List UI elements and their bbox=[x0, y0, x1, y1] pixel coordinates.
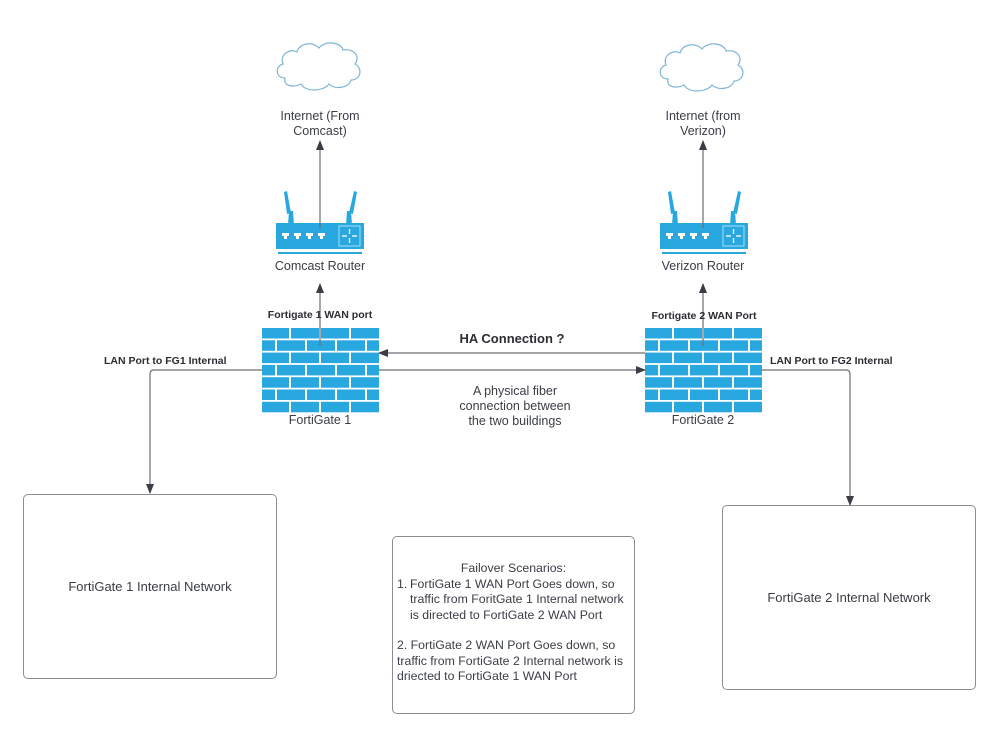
failover-scenarios-note: Failover Scenarios: 1. FortiGate 1 WAN P… bbox=[392, 536, 635, 714]
failover-title: Failover Scenarios: bbox=[460, 561, 567, 575]
failover-item-2: 2. FortiGate 2 WAN Port Goes down, so tr… bbox=[397, 638, 623, 683]
fortigate-2-label: FortiGate 2 bbox=[671, 413, 735, 427]
connector-fg1-lan bbox=[146, 369, 262, 494]
router-icon bbox=[659, 190, 749, 255]
fg2-internal-network-box: FortiGate 2 Internal Network bbox=[722, 505, 976, 690]
fortigate-1-label: FortiGate 1 bbox=[288, 413, 352, 427]
ha-connection-label: HA Connection ? bbox=[459, 331, 565, 346]
ha-link-description: A physical fiber connection between the … bbox=[459, 384, 571, 428]
verizon-router-label: Verizon Router bbox=[661, 259, 745, 273]
fg2-internal-network-label: FortiGate 2 Internal Network bbox=[767, 590, 931, 605]
failover-item-1: 1. FortiGate 1 WAN Port Goes down, so tr… bbox=[397, 576, 624, 622]
fg1-internal-network-label: FortiGate 1 Internal Network bbox=[68, 579, 232, 594]
fg2-lan-port-label: LAN Port to FG2 Internal bbox=[770, 355, 893, 367]
fg1-wan-port-label: Fortigate 1 WAN port bbox=[267, 309, 373, 321]
fg1-internal-network-box: FortiGate 1 Internal Network bbox=[23, 494, 277, 679]
fg1-lan-port-label: LAN Port to FG1 Internal bbox=[104, 355, 227, 367]
comcast-router-label: Comcast Router bbox=[274, 259, 366, 273]
fg2-wan-port-label: Fortigate 2 WAN Port bbox=[651, 310, 757, 322]
cloud-icon bbox=[659, 43, 744, 92]
connector-fg2-lan bbox=[762, 369, 854, 506]
cloud-icon bbox=[276, 42, 361, 91]
